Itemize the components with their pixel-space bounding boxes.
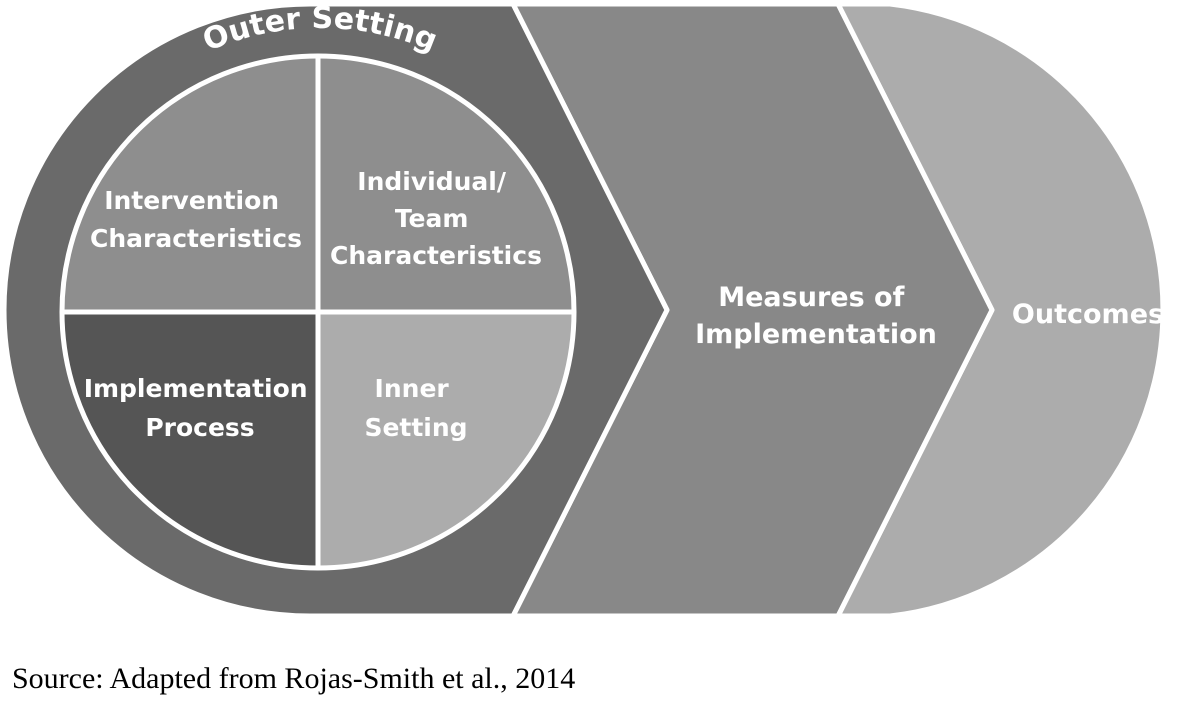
- quadrant-individual-team: [318, 56, 574, 312]
- quadrant-inner-setting: [318, 312, 574, 568]
- inner-setting-label: Inner Setting: [364, 374, 467, 442]
- implementation-process-label: Implementation Process: [84, 374, 317, 442]
- framework-diagram: Outer Setting Intervention Characteristi…: [4, 1, 1166, 619]
- quadrant-implementation-process: [62, 312, 318, 568]
- intervention-label: Intervention Characteristics: [90, 186, 302, 253]
- quadrant-intervention: [62, 56, 318, 312]
- outcomes-label: Outcomes: [1012, 299, 1164, 330]
- measures-label: Measures of Implementation: [695, 282, 937, 350]
- outcomes-shape: [835, 1, 1166, 619]
- individual-team-label: Individual/ Team Characteristics: [330, 167, 542, 270]
- source-caption: Source: Adapted from Rojas-Smith et al.,…: [12, 662, 576, 695]
